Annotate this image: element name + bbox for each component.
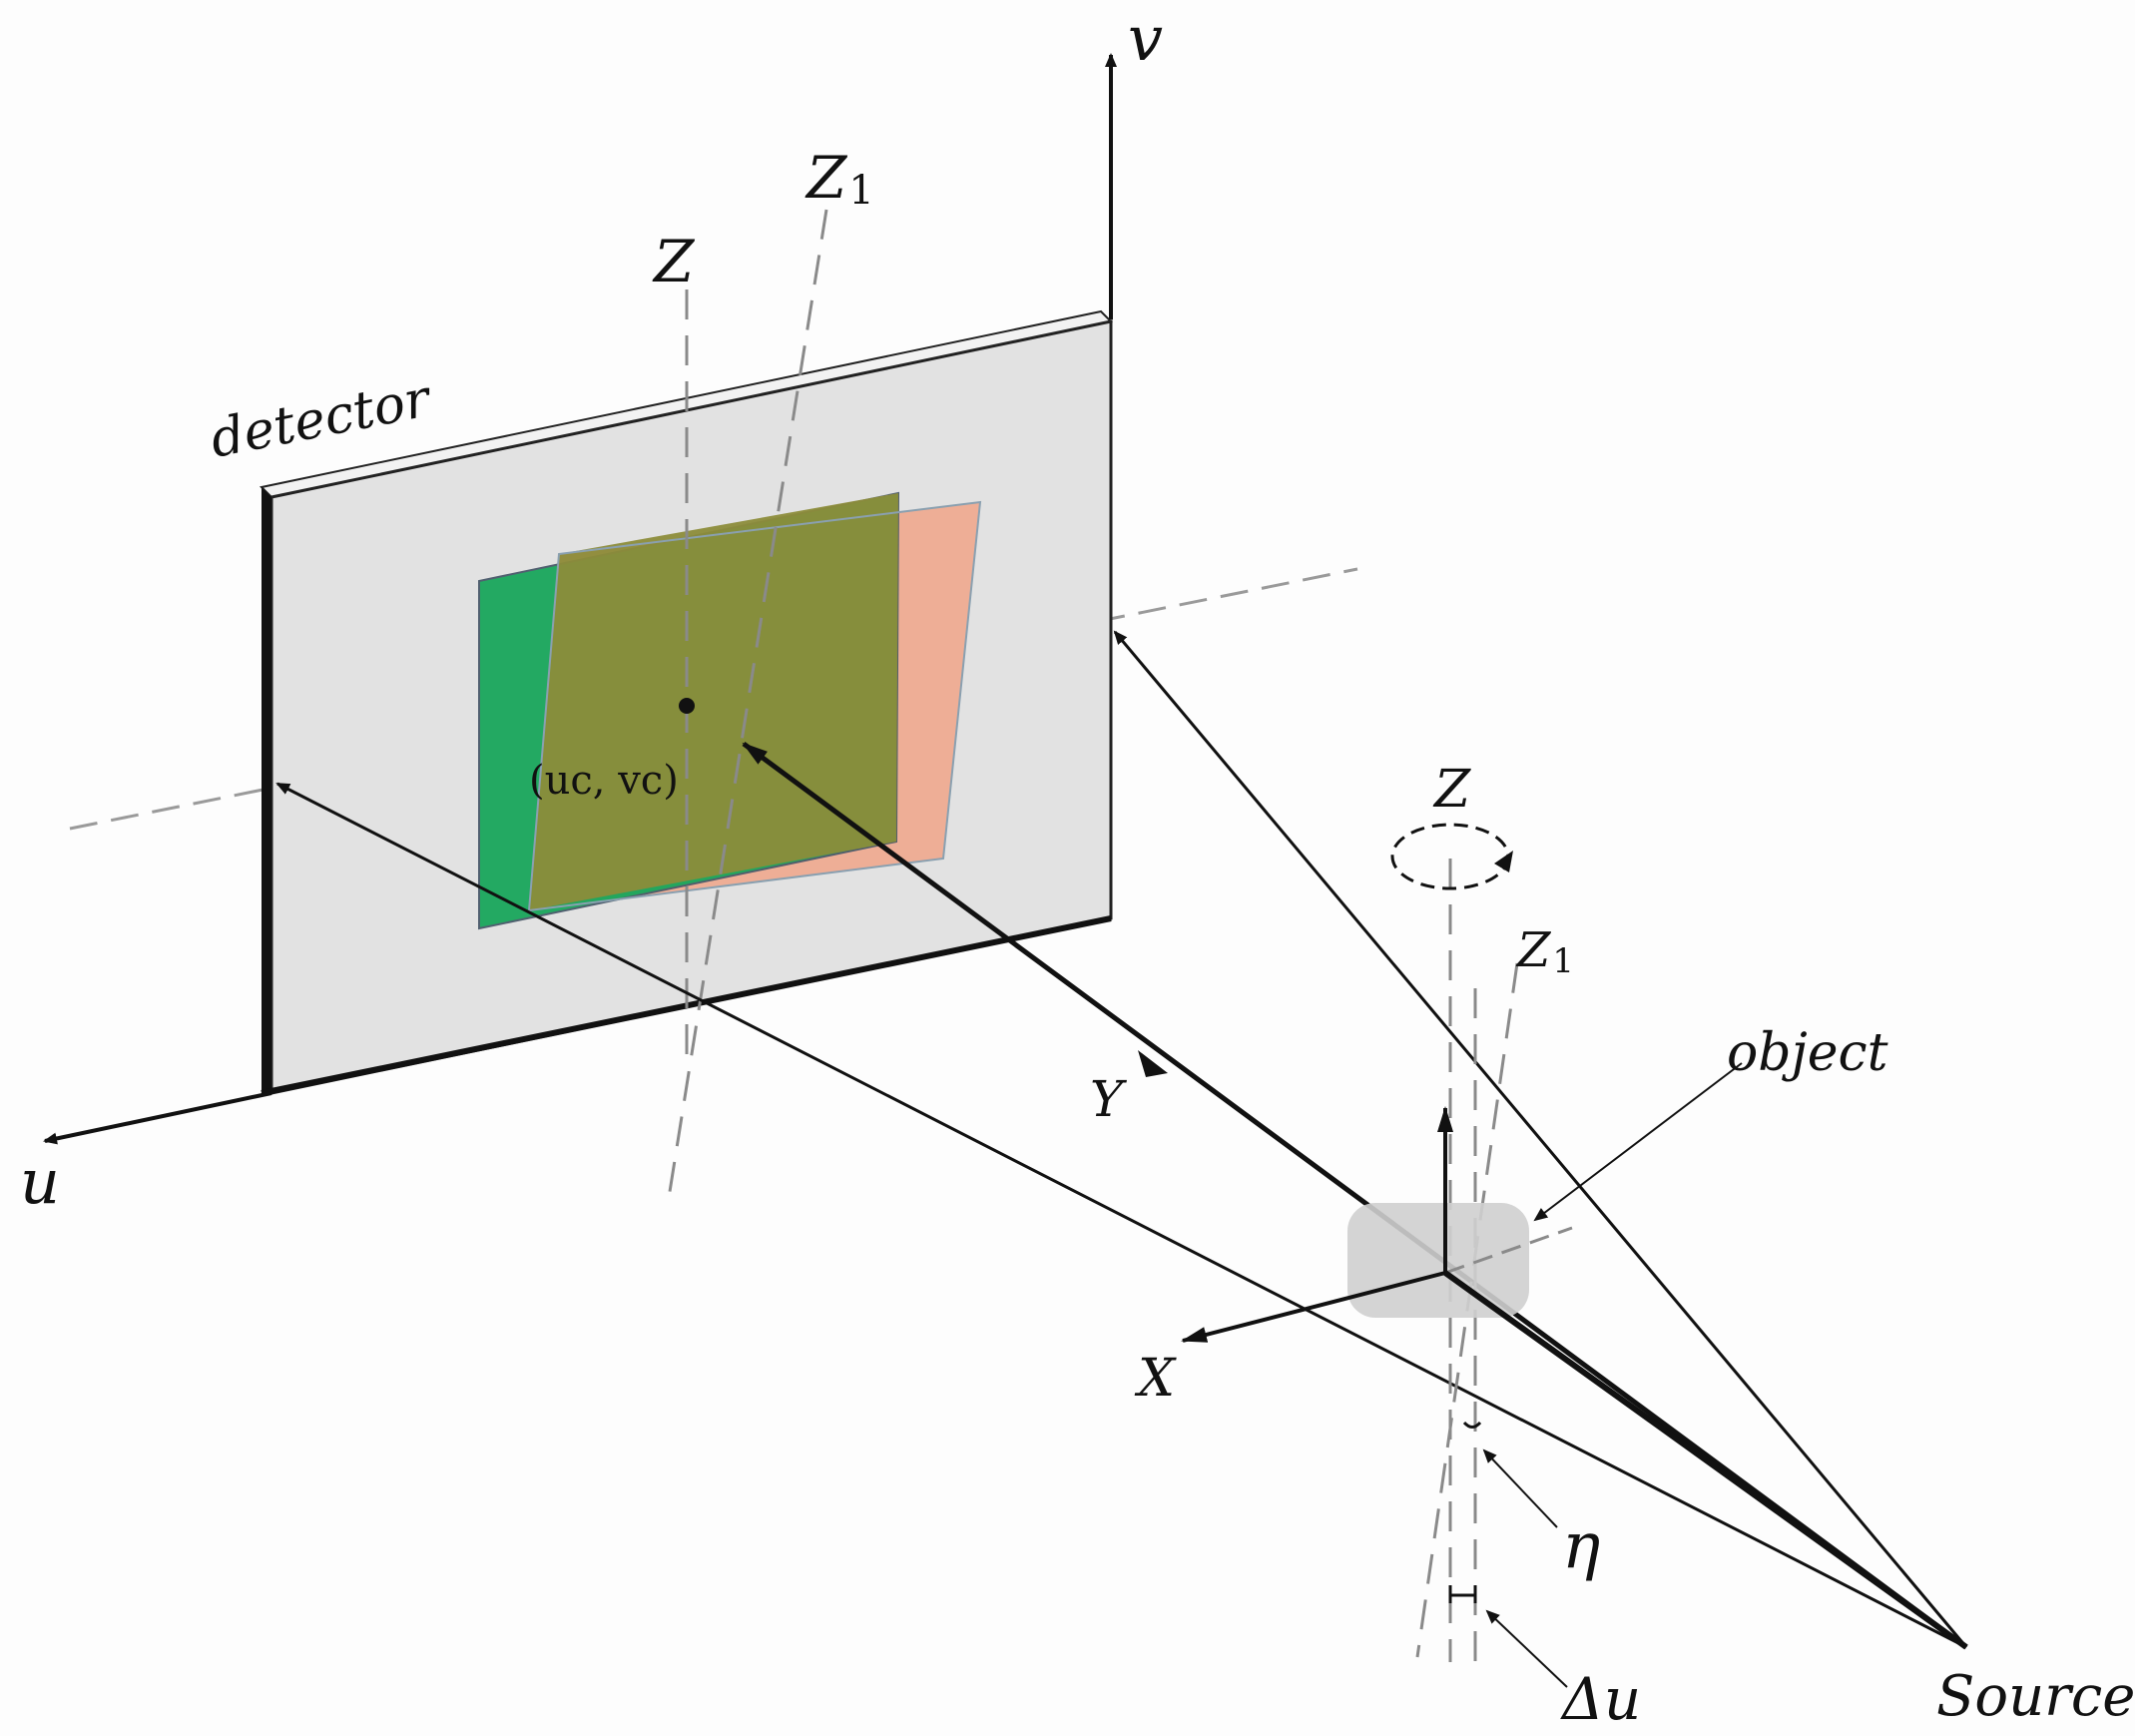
label-eta: η	[1562, 1509, 1600, 1583]
rotation-arrow-head	[1494, 851, 1513, 872]
ray-to-detector-right	[1113, 630, 1968, 1648]
u-axis	[43, 1091, 272, 1145]
label-z1-top-sub: 1	[848, 168, 873, 214]
object-body	[1347, 1203, 1529, 1318]
label-object: object	[1727, 1023, 1888, 1083]
label-delta-u: Δu	[1560, 1665, 1641, 1733]
y-axis-mid-arrow	[1138, 1050, 1168, 1077]
z1-axis-dashed-top	[667, 209, 828, 1199]
label-source: Source	[1936, 1664, 2135, 1729]
delta-u-leader-line	[1485, 1609, 1568, 1688]
label-center-point: (uc, vc)	[529, 758, 679, 804]
eta-leader-line	[1482, 1448, 1558, 1528]
projection-salmon-outline	[527, 500, 982, 912]
y-axis-object-segment	[1443, 1270, 1968, 1650]
label-v: v	[1128, 2, 1163, 75]
label-z-top: Z	[652, 228, 696, 295]
label-z1-right: Z1	[1515, 922, 1574, 981]
x-axis	[1181, 1271, 1446, 1343]
label-x-axis: X	[1134, 1349, 1177, 1409]
label-z1-top: Z1	[804, 144, 874, 214]
x-axis-dashed-ext	[1444, 1226, 1573, 1275]
label-z1-right-sub: 1	[1552, 941, 1574, 981]
eta-angle-mark	[1462, 1421, 1482, 1429]
label-detector: detector	[206, 368, 437, 470]
y-axis-ray	[742, 741, 1968, 1650]
label-z-rotation: Z	[1432, 760, 1471, 820]
object-leader-line	[1533, 1062, 1743, 1222]
projection-overlap	[529, 493, 898, 910]
label-z1-top-main: Z	[804, 144, 848, 212]
center-point	[679, 698, 695, 714]
label-y-axis: Y	[1090, 1070, 1127, 1128]
label-u: u	[20, 1145, 60, 1218]
label-z1-right-main: Z	[1515, 922, 1552, 978]
detector-side-edge	[262, 487, 271, 1093]
ray-to-detector-edge	[275, 782, 1967, 1649]
